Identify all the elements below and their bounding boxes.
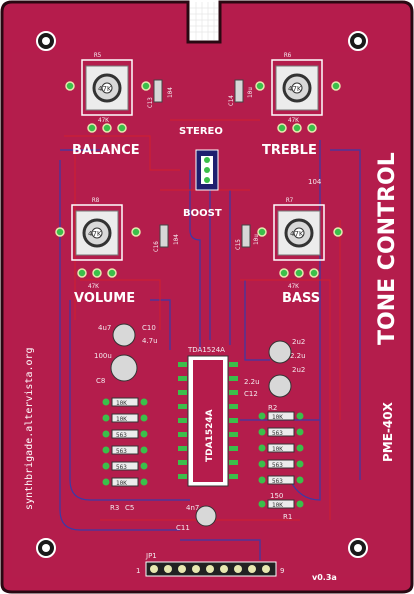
cap-c13-label: C13 <box>147 97 154 108</box>
c10-value: 4.7u <box>142 337 158 345</box>
pot-r6: R6 47K <box>271 52 323 116</box>
label-stereo: STEREO <box>179 126 223 137</box>
label-balance: BALANCE <box>72 143 140 158</box>
lbl-104-top: 104 <box>308 178 322 186</box>
r2-label: R2 <box>268 404 277 412</box>
connector-pins <box>150 565 270 573</box>
pot-r7-bottom: 47K <box>288 283 299 290</box>
pot-r7: R7 47K <box>273 197 325 261</box>
pot-r6-value: 47K <box>288 85 302 93</box>
pot-r8-value: 47K <box>88 230 102 238</box>
board-version: v0.3a <box>312 573 337 582</box>
res-left-6: 10K <box>116 480 127 487</box>
label-bass: BASS <box>282 291 320 306</box>
resistors-right <box>267 411 295 509</box>
label-volume: VOLUME <box>74 291 135 306</box>
connector-pin-1: 1 <box>136 567 140 575</box>
lbl-2u2-b: 2u2 <box>292 366 305 374</box>
stereo-boost-switch <box>195 149 219 191</box>
notch-grid <box>190 2 218 40</box>
board-url: synthbrigade.altervista.org <box>24 347 35 510</box>
cap-10u-treble: 10u <box>247 87 254 98</box>
pot-r5-ref: R5 <box>94 52 102 59</box>
res-left-5: 563 <box>116 464 127 471</box>
c11-4n7: 4n7 <box>186 504 199 512</box>
c10-label: C10 <box>142 324 156 332</box>
pot-r5-value: 47K <box>98 85 112 93</box>
c9-value: 2.2u <box>290 352 306 360</box>
c5-label: C5 <box>125 504 134 512</box>
res-left-1: 10K <box>116 400 127 407</box>
cap-c16-label: C16 <box>153 241 160 252</box>
board-notch <box>190 2 218 40</box>
cap-c15-label: C15 <box>235 239 242 250</box>
board-title: TONE CONTROL <box>375 152 400 345</box>
res-left-3: 563 <box>116 432 127 439</box>
label-boost: BOOST <box>183 208 222 219</box>
c11-label: C11 <box>176 524 190 532</box>
pot-r8: R8 47K <box>71 197 123 261</box>
connector-pin-9: 9 <box>280 567 284 575</box>
c10-4u7: 4u7 <box>98 324 111 332</box>
res-right-4: 563 <box>272 462 283 469</box>
res-right-1: 10K <box>272 414 283 421</box>
resistor-pads-left <box>102 398 148 486</box>
r1-label: R1 <box>283 513 292 521</box>
pot-pads <box>55 81 343 278</box>
pot-r7-ref: R7 <box>286 197 294 204</box>
pot-r5: R5 47K <box>81 52 133 116</box>
pot-r6-ref: R6 <box>284 52 292 59</box>
pot-r8-ref: R8 <box>92 197 100 204</box>
lbl-2u2-a: 2u2 <box>292 338 305 346</box>
board-model: PME-40X <box>381 401 395 462</box>
copper-pour <box>12 52 400 577</box>
cap-10u-bass: 10u <box>253 234 260 245</box>
pot-r6-bottom: 47K <box>288 117 299 124</box>
cap-104-top: 104 <box>167 87 174 98</box>
res-right-2: 563 <box>272 430 283 437</box>
c8-100u: 100u <box>94 352 112 360</box>
res-right-3: 10K <box>272 446 283 453</box>
res-left-4: 563 <box>116 448 127 455</box>
lbl-150: 150 <box>270 492 283 500</box>
ic-tda1524a <box>187 355 229 487</box>
pot-r8-bottom: 47K <box>88 283 99 290</box>
pot-r7-value: 47K <box>290 230 304 238</box>
ic-pins <box>178 362 238 479</box>
resistor-pads-right <box>258 412 304 508</box>
side-caps <box>153 79 251 248</box>
electrolytic-caps <box>110 323 292 527</box>
connector-label: JP1 <box>145 552 157 560</box>
res-right-6: 10K <box>272 502 283 509</box>
resistors-left <box>111 397 139 487</box>
c8-label: C8 <box>96 377 105 385</box>
res-right-5: 563 <box>272 478 283 485</box>
c12-label: C12 <box>244 390 258 398</box>
cap-104-mid: 104 <box>173 234 180 245</box>
ic-ref-label: TDA1524A <box>187 346 225 354</box>
r3-label: R3 <box>110 504 119 512</box>
cap-c14-label: C14 <box>228 95 235 106</box>
c12-value: 2.2u <box>244 378 260 386</box>
mounting-holes <box>36 31 368 558</box>
ic-body-label: TDA1524A <box>205 409 215 462</box>
pot-r5-bottom: 47K <box>98 117 109 124</box>
res-left-2: 10K <box>116 416 127 423</box>
label-treble: TREBLE <box>262 143 317 158</box>
